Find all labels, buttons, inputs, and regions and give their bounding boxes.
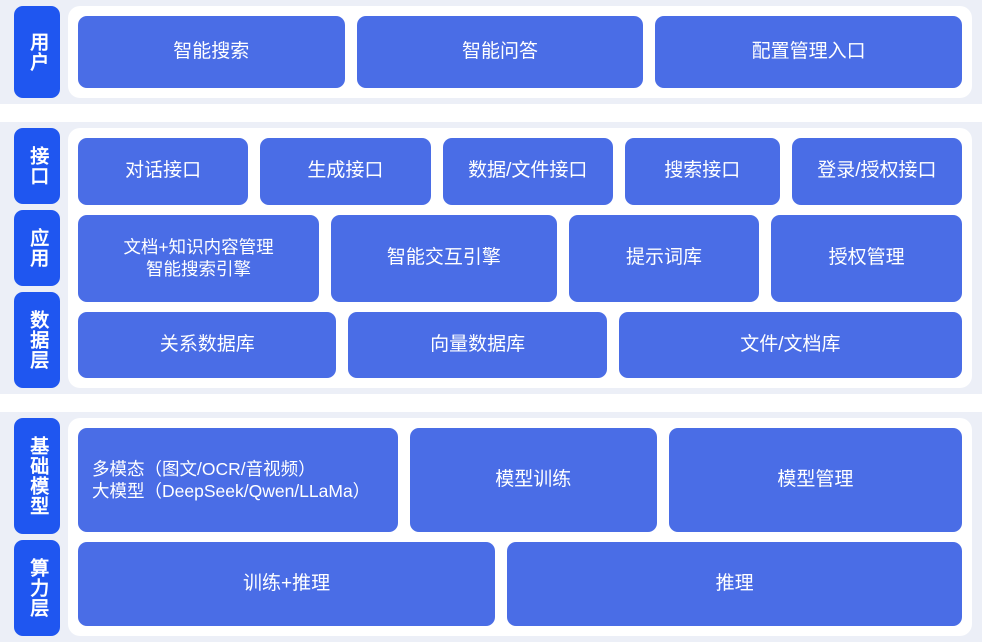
row-user-entries: 智能搜索 智能问答 配置管理入口 [78, 16, 963, 88]
row-compute: 训练+推理 推理 [78, 542, 962, 626]
band-users: 用户 智能搜索 智能问答 配置管理入口 [0, 0, 982, 104]
node-multimodal-large-model[interactable]: 多模态（图文/OCR/音视频） 大模型（DeepSeek/Qwen/LLaMa） [78, 428, 398, 533]
node-prompt-library[interactable]: 提示词库 [568, 214, 760, 302]
node-dialog-interface[interactable]: 对话接口 [78, 138, 249, 205]
node-smart-interaction-engine[interactable]: 智能交互引擎 [331, 214, 557, 302]
band-infra: 基础模型 算力层 多模态（图文/OCR/音视频） 大模型（DeepSeek/Qw… [0, 412, 982, 642]
node-generation-interface[interactable]: 生成接口 [260, 138, 431, 205]
card-users: 智能搜索 智能问答 配置管理入口 [68, 6, 972, 98]
node-login-auth-interface[interactable]: 登录/授权接口 [791, 138, 962, 205]
rail-tab-label: 算力层 [27, 558, 49, 618]
node-authorization-management[interactable]: 授权管理 [771, 214, 962, 302]
rail-tab-compute-layer[interactable]: 算力层 [14, 540, 60, 636]
rail-tab-foundation-model[interactable]: 基础模型 [14, 418, 60, 534]
node-inference[interactable]: 推理 [507, 542, 962, 626]
node-doc-knowledge-management[interactable]: 文档+知识内容管理 智能搜索引擎 [78, 214, 320, 302]
node-data-file-interface[interactable]: 数据/文件接口 [442, 138, 613, 205]
row-data-stores: 关系数据库 向量数据库 文件/文档库 [78, 311, 962, 379]
band-middle: 接口 应用 数据层 对话接口 生成接口 数据/文件接口 搜索接口 登录/授权接口… [0, 122, 982, 394]
card-infra: 多模态（图文/OCR/音视频） 大模型（DeepSeek/Qwen/LLaMa）… [68, 418, 972, 636]
rail-tab-interface[interactable]: 接口 [14, 128, 60, 204]
row-models: 多模态（图文/OCR/音视频） 大模型（DeepSeek/Qwen/LLaMa）… [78, 428, 962, 533]
node-smart-qa[interactable]: 智能问答 [356, 16, 644, 88]
rail-middle: 接口 应用 数据层 [0, 122, 60, 394]
rail-tab-label: 应用 [27, 228, 49, 268]
node-file-document-store[interactable]: 文件/文档库 [618, 311, 962, 379]
rail-tab-data-layer[interactable]: 数据层 [14, 292, 60, 388]
row-applications: 文档+知识内容管理 智能搜索引擎 智能交互引擎 提示词库 授权管理 [78, 214, 962, 302]
card-middle: 对话接口 生成接口 数据/文件接口 搜索接口 登录/授权接口 文档+知识内容管理… [68, 128, 972, 388]
node-training-and-inference[interactable]: 训练+推理 [78, 542, 496, 626]
rail-tab-application[interactable]: 应用 [14, 210, 60, 286]
node-model-management[interactable]: 模型管理 [668, 428, 962, 533]
rail-infra: 基础模型 算力层 [0, 412, 60, 642]
rail-users: 用户 [0, 0, 60, 104]
node-model-training[interactable]: 模型训练 [409, 428, 657, 533]
rail-tab-label: 基础模型 [27, 436, 49, 516]
node-relational-database[interactable]: 关系数据库 [78, 311, 337, 379]
node-vector-database[interactable]: 向量数据库 [348, 311, 607, 379]
row-interfaces: 对话接口 生成接口 数据/文件接口 搜索接口 登录/授权接口 [78, 138, 962, 205]
rail-tab-user[interactable]: 用户 [14, 6, 60, 98]
node-search-interface[interactable]: 搜索接口 [624, 138, 780, 205]
rail-tab-label: 用户 [27, 32, 49, 72]
node-config-management-entry[interactable]: 配置管理入口 [655, 16, 963, 88]
node-smart-search[interactable]: 智能搜索 [78, 16, 345, 88]
rail-tab-label: 接口 [27, 146, 49, 186]
rail-tab-label: 数据层 [27, 310, 49, 370]
